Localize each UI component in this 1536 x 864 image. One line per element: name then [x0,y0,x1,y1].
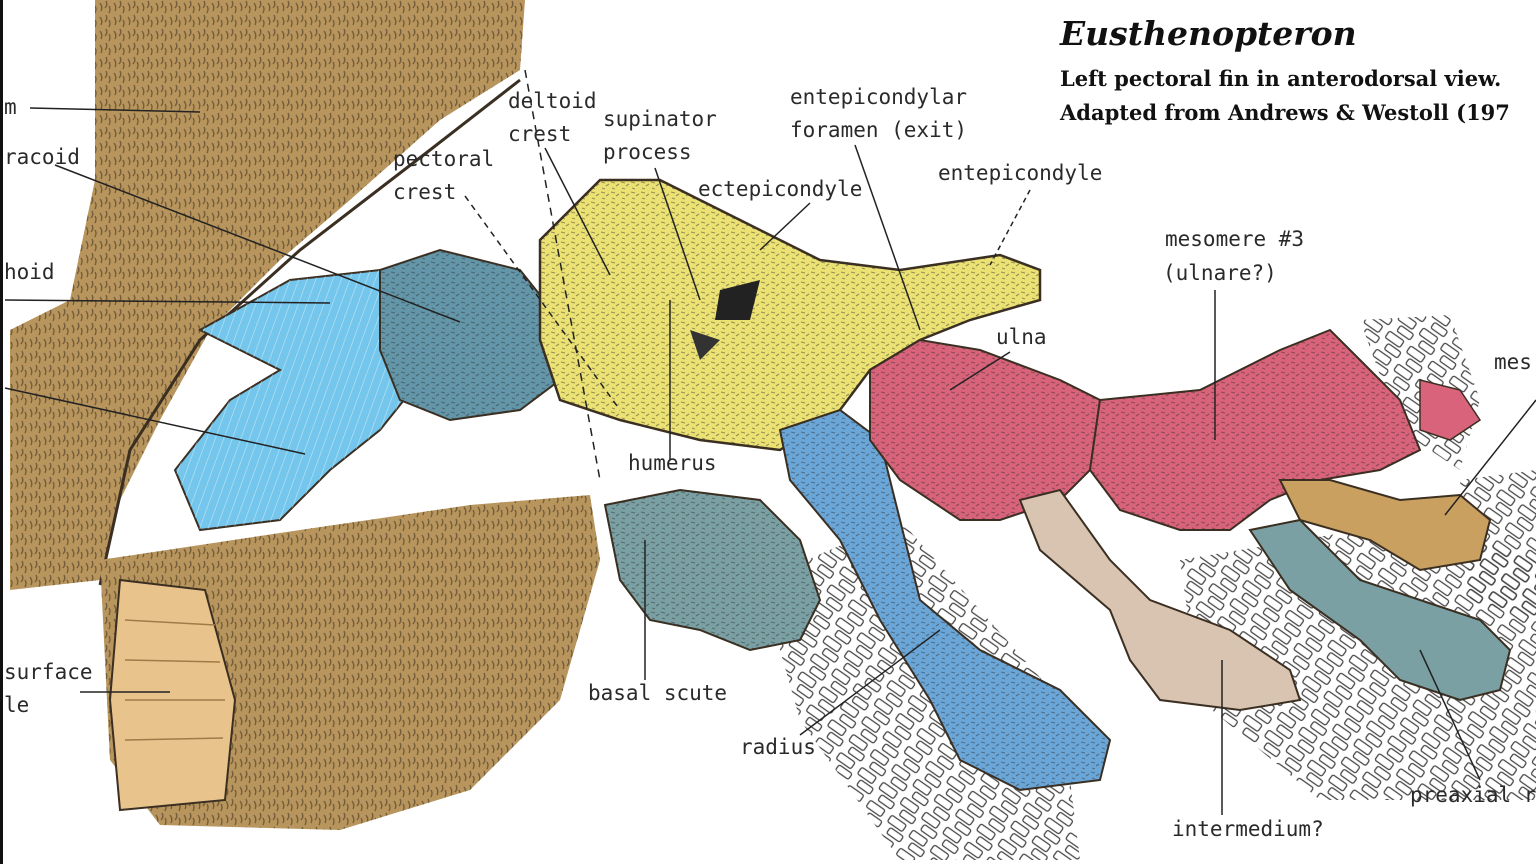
scapulocoracoid-bone [173,268,432,532]
ulna-bone [869,338,1102,521]
leader-lines [4,69,1536,815]
label-preaxial: preaxial rad [1410,783,1536,807]
cleithrum-bone [10,0,525,590]
label-humerus: humerus [628,451,717,475]
subtitle-line-1: Left pectoral fin in anterodorsal view. [1060,66,1502,91]
label-entepicondyle: entepicondyle [938,161,1103,185]
label-coracoid: racoid [4,145,80,169]
intermedium-bone [1018,488,1302,712]
label-basal-scute: basal scute [588,681,728,705]
label-deltoid-crest-2: crest [508,122,572,146]
label-radius: radius [740,735,816,759]
diagram-title: Eusthenopteron [1060,14,1357,53]
label-pectoral-crest-1: pectoral [393,147,495,171]
clavicle-bone [100,495,600,830]
label-pectoral-crest-2: crest [393,180,457,204]
label-entepicondylar-1: entepicondylar [790,85,968,109]
label-mesomere-1: mesomere #3 [1165,227,1305,251]
label-glenoid: hoid [4,260,55,284]
label-surface: surface [4,660,93,684]
basal-scute-bone [603,488,822,652]
preaxial-radial-bone [1248,518,1512,702]
glenoid-region [379,248,561,422]
radius-bone [778,408,1112,792]
left-edge-line [0,0,3,864]
label-intermedium: intermedium? [1172,817,1324,841]
humerus-bone [538,178,1042,452]
label-ulna: ulna [996,325,1047,349]
label-mesomere-2: (ulnare?) [1163,261,1277,285]
label-le: le [4,693,30,717]
label-entepicondylar-2: foramen (exit) [790,118,968,142]
label-supinator-1: supinator [603,107,717,131]
label-cleithrum: m [4,95,17,119]
mesomere-4-bone [1278,479,1492,572]
label-mes: mes [1494,350,1532,374]
mesomere-bone [1088,328,1482,531]
label-ectepicondyle: ectepicondyle [698,177,863,201]
subtitle-line-2: Adapted from Andrews & Westoll (197 [1060,100,1510,125]
label-supinator-2: process [603,140,692,164]
label-deltoid-crest-1: deltoid [508,89,597,113]
